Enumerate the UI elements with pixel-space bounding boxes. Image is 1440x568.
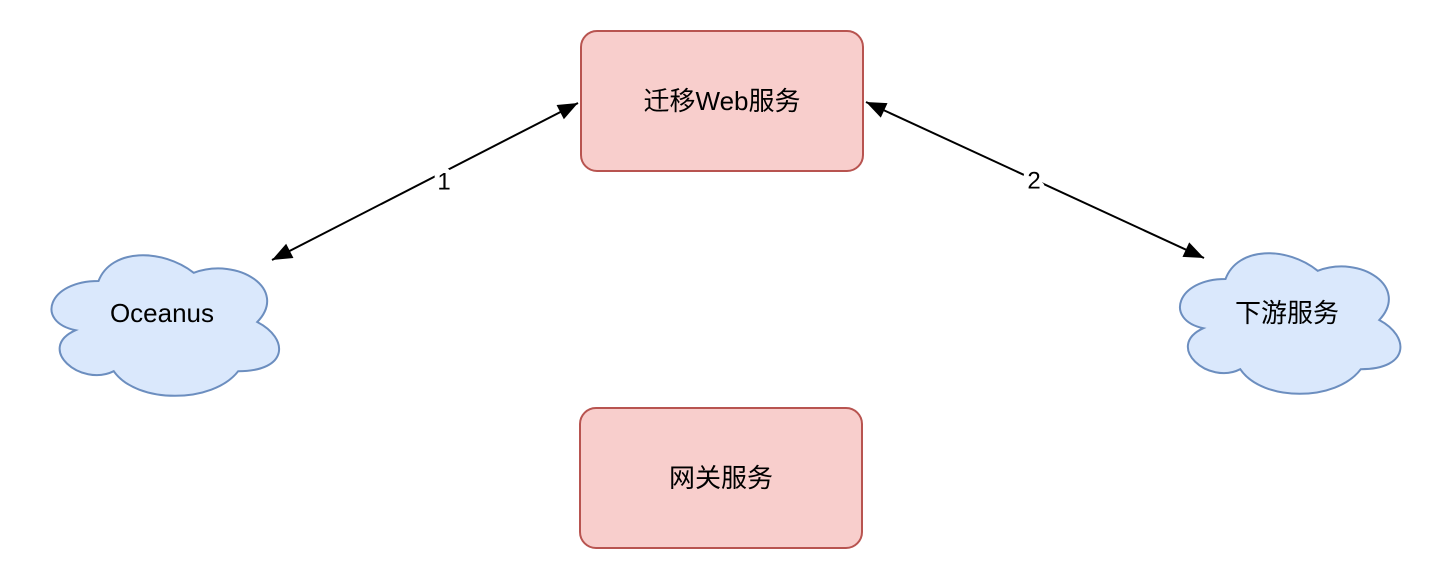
- node-migrate-web-service[interactable]: 迁移Web服务: [580, 30, 864, 172]
- rounded-rect-shape: [580, 30, 864, 172]
- node-label-downstream-service: 下游服务: [1235, 298, 1339, 328]
- bidirectional-arrow-2: [865, 101, 1205, 259]
- node-downstream-service[interactable]: 下游服务: [1179, 252, 1402, 395]
- node-gateway-service[interactable]: 网关服务: [579, 407, 863, 549]
- cloud-shape: [1179, 252, 1402, 395]
- edge-label-2: 2: [1027, 167, 1040, 194]
- bidirectional-arrow-1: [271, 102, 579, 261]
- cloud-shape: [50, 254, 281, 397]
- edge-migrate-web-downstream[interactable]: 2: [865, 101, 1205, 259]
- node-label-migrate-web-service: 迁移Web服务: [644, 86, 801, 116]
- edge-label-1: 1: [437, 168, 450, 195]
- edge-oceanus-migrate-web[interactable]: 1: [271, 102, 579, 261]
- node-label-oceanus: Oceanus: [110, 298, 214, 328]
- node-oceanus[interactable]: Oceanus: [50, 254, 281, 397]
- rounded-rect-shape: [579, 407, 863, 549]
- node-label-gateway-service: 网关服务: [669, 463, 773, 493]
